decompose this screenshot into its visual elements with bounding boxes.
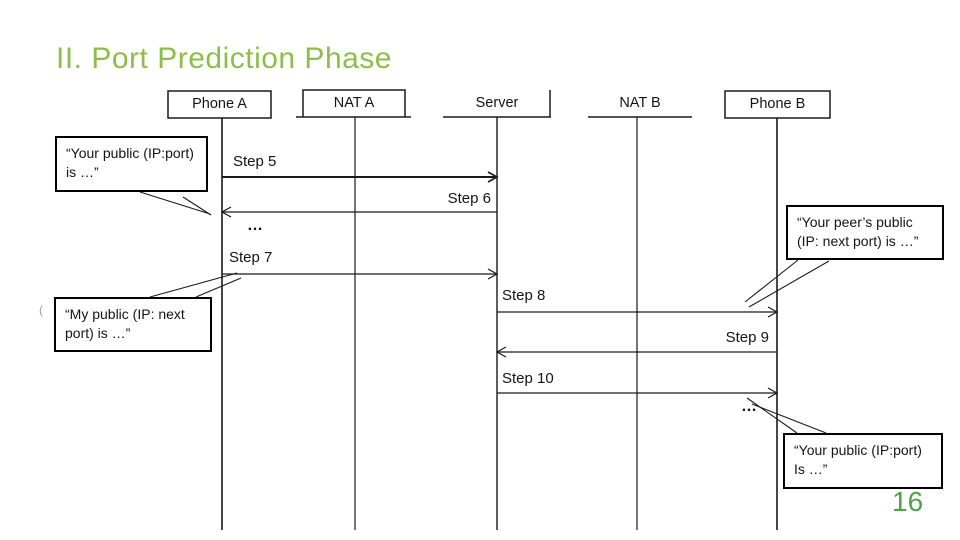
arrowhead-step-8	[767, 306, 779, 318]
callout-tail-bottom-right-1	[746, 397, 798, 434]
callout-my-public: “My public (IP: next port) is …”	[54, 297, 212, 352]
callout-line: “Your public (IP:port)	[794, 442, 922, 458]
callout-your-public-ip-bottom: “Your public (IP:port) Is …”	[783, 433, 943, 489]
callout-line: port) is …”	[65, 325, 131, 341]
lifeline-header-phone-a: Phone A	[192, 96, 247, 112]
header-box-phone-b	[724, 90, 831, 119]
arrowhead-step-5	[487, 171, 499, 183]
callout-tail-top-left-2	[182, 196, 212, 216]
callout-tail-bottom-right-2	[751, 403, 827, 434]
lifeline-header-phone-b: Phone B	[749, 96, 806, 112]
header-box-nat-a	[302, 89, 406, 117]
lifeline-header-nat-a: NAT A	[333, 95, 375, 111]
callout-tail-bottom-left-2	[195, 277, 242, 298]
slide-title: II. Port Prediction Phase	[56, 42, 392, 75]
arrowhead-step-7	[487, 268, 499, 280]
header-box-phone-a	[167, 90, 272, 119]
callout-line: is …”	[66, 164, 99, 180]
callout-your-public-ip-top: “Your public (IP:port) is …”	[55, 136, 208, 192]
callout-your-peers-public: “Your peer’s public (IP: next port) is ……	[786, 205, 944, 260]
callout-line: “My public (IP: next	[65, 306, 185, 322]
arrowhead-step-10	[767, 387, 779, 399]
lifeline-header-nat-b: NAT B	[619, 95, 661, 111]
callout-line: “Your public (IP:port)	[66, 145, 194, 161]
arrowhead-step-6	[220, 206, 232, 218]
step-7-label: Step 7	[229, 249, 273, 266]
callout-line: (IP: next port) is …”	[797, 233, 919, 249]
callout-tail-bottom-left-1	[149, 272, 238, 298]
callout-line: “Your peer’s public	[797, 214, 913, 230]
ellipsis-phone-a: …	[247, 217, 264, 234]
lifeline-header-server: Server	[475, 95, 519, 111]
callout-tail-right-2	[748, 260, 830, 308]
page-number: 16	[892, 486, 924, 517]
step-8-label: Step 8	[502, 287, 546, 304]
ellipsis-phone-b: …	[741, 398, 758, 415]
step-6-label: Step 6	[447, 190, 491, 207]
step-5-label: Step 5	[233, 153, 277, 170]
callout-line: Is …”	[794, 461, 828, 477]
arrowhead-step-9	[495, 346, 507, 358]
step-9-label: Step 9	[725, 329, 769, 346]
callout-tail-top-left-1	[139, 191, 211, 215]
stray-mark: (	[39, 303, 43, 317]
callout-tail-right-1	[744, 259, 799, 303]
step-10-label: Step 10	[502, 370, 554, 387]
